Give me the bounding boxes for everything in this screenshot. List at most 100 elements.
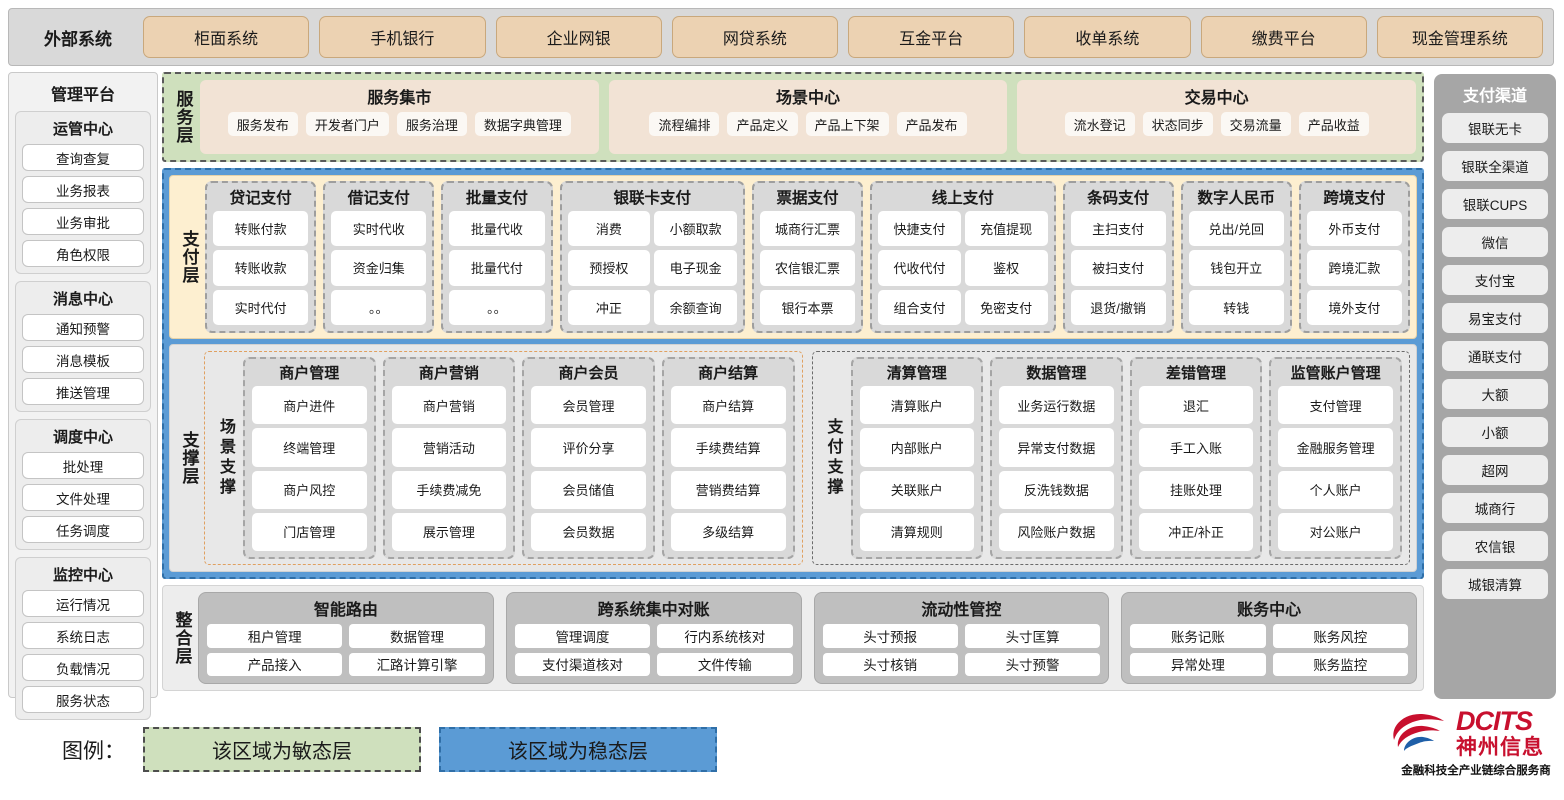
integration-item[interactable]: 账务记账 [1130, 624, 1266, 648]
service-item[interactable]: 产品上下架 [805, 112, 889, 136]
support-item[interactable]: 商户营销 [391, 386, 507, 425]
service-item[interactable]: 产品收益 [1298, 112, 1369, 136]
payment-channel-chip[interactable]: 银联无卡 [1442, 113, 1548, 143]
integration-item[interactable]: 行内系统核对 [657, 624, 793, 648]
management-item[interactable]: 运行情况 [22, 590, 144, 617]
payment-item[interactable]: 外币支付 [1306, 211, 1403, 247]
payment-item[interactable]: 预授权 [567, 250, 651, 286]
payment-item[interactable]: 小额取款 [654, 211, 737, 247]
management-item[interactable]: 任务调度 [22, 516, 144, 543]
support-item[interactable]: 个人账户 [1278, 470, 1393, 509]
support-item[interactable]: 评价分享 [531, 428, 646, 467]
support-item[interactable]: 内部账户 [859, 428, 975, 467]
management-item[interactable]: 业务报表 [22, 176, 144, 203]
integration-item[interactable]: 头寸预警 [964, 652, 1101, 676]
service-item[interactable]: 开发者门户 [305, 112, 389, 136]
external-system-chip[interactable]: 手机银行 [319, 16, 486, 58]
service-item[interactable]: 服务发布 [227, 112, 298, 136]
integration-item[interactable]: 管理调度 [514, 624, 651, 648]
support-item[interactable]: 支付管理 [1278, 386, 1393, 425]
management-item[interactable]: 消息模板 [22, 346, 144, 373]
support-item[interactable]: 对公账户 [1278, 512, 1393, 551]
payment-item[interactable]: 被扫支付 [1070, 250, 1166, 286]
payment-channel-chip[interactable]: 通联支付 [1442, 341, 1548, 371]
payment-item[interactable]: 转钱 [1188, 289, 1284, 325]
integration-item[interactable]: 产品接入 [207, 652, 343, 676]
integration-item[interactable]: 头寸匡算 [964, 624, 1101, 648]
external-system-chip[interactable]: 网贷系统 [671, 16, 838, 58]
support-item[interactable]: 退汇 [1138, 386, 1254, 425]
support-item[interactable]: 清算规则 [859, 512, 975, 551]
integration-item[interactable]: 文件传输 [657, 652, 793, 676]
payment-item[interactable]: 城商行汇票 [759, 211, 856, 247]
payment-item[interactable]: 批量代付 [449, 250, 545, 286]
management-item[interactable]: 角色权限 [22, 240, 144, 267]
external-system-chip[interactable]: 互金平台 [848, 16, 1015, 58]
payment-channel-chip[interactable]: 微信 [1442, 227, 1548, 257]
management-item[interactable]: 负载情况 [22, 654, 144, 681]
payment-item[interactable]: 资金归集 [331, 250, 427, 286]
service-item[interactable]: 流程编排 [649, 112, 720, 136]
management-item[interactable]: 推送管理 [22, 378, 144, 405]
payment-item[interactable]: 鉴权 [964, 250, 1048, 286]
support-item[interactable]: 清算账户 [859, 386, 975, 425]
integration-item[interactable]: 异常处理 [1130, 652, 1266, 676]
support-item[interactable]: 会员储值 [531, 470, 646, 509]
payment-channel-chip[interactable]: 易宝支付 [1442, 303, 1548, 333]
integration-item[interactable]: 账务风控 [1272, 624, 1408, 648]
payment-item[interactable]: 转账付款 [213, 211, 309, 247]
payment-item[interactable]: 主扫支付 [1070, 211, 1166, 247]
payment-item[interactable]: 钱包开立 [1188, 250, 1284, 286]
support-item[interactable]: 金融服务管理 [1278, 428, 1393, 467]
payment-channel-chip[interactable]: 城银清算 [1442, 569, 1548, 599]
support-item[interactable]: 营销活动 [391, 428, 507, 467]
support-item[interactable]: 挂账处理 [1138, 470, 1254, 509]
integration-item[interactable]: 头寸预报 [822, 624, 958, 648]
payment-channel-chip[interactable]: 城商行 [1442, 493, 1548, 523]
payment-item[interactable]: 实时代付 [213, 289, 309, 325]
service-item[interactable]: 数据字典管理 [474, 112, 571, 136]
integration-item[interactable]: 支付渠道核对 [514, 652, 651, 676]
payment-channel-chip[interactable]: 小额 [1442, 417, 1548, 447]
external-system-chip[interactable]: 柜面系统 [143, 16, 310, 58]
service-item[interactable]: 产品发布 [896, 112, 967, 136]
service-item[interactable]: 流水登记 [1064, 112, 1135, 136]
payment-item[interactable]: 农信银汇票 [759, 250, 856, 286]
payment-item[interactable]: 境外支付 [1306, 289, 1403, 325]
service-item[interactable]: 产品定义 [727, 112, 798, 136]
payment-channel-chip[interactable]: 银联全渠道 [1442, 151, 1548, 181]
external-system-chip[interactable]: 缴费平台 [1200, 16, 1367, 58]
service-item[interactable]: 服务治理 [396, 112, 467, 136]
support-item[interactable]: 多级结算 [670, 512, 786, 551]
support-item[interactable]: 反洗钱数据 [999, 470, 1114, 509]
support-item[interactable]: 商户进件 [252, 386, 367, 425]
payment-item[interactable]: 代收代付 [878, 250, 961, 286]
integration-item[interactable]: 头寸核销 [822, 652, 958, 676]
payment-item[interactable]: 银行本票 [759, 289, 856, 325]
support-item[interactable]: 手工入账 [1138, 428, 1254, 467]
support-item[interactable]: 商户结算 [670, 386, 786, 425]
payment-channel-chip[interactable]: 支付宝 [1442, 265, 1548, 295]
support-item[interactable]: 冲正/补正 [1138, 512, 1254, 551]
integration-item[interactable]: 汇路计算引擎 [349, 652, 485, 676]
management-item[interactable]: 服务状态 [22, 686, 144, 713]
payment-channel-chip[interactable]: 银联CUPS [1442, 189, 1548, 219]
payment-item[interactable]: 。。 [331, 289, 427, 325]
payment-item[interactable]: 冲正 [567, 289, 651, 325]
payment-item[interactable]: 充值提现 [964, 211, 1048, 247]
integration-item[interactable]: 账务监控 [1272, 652, 1408, 676]
payment-item[interactable]: 转账收款 [213, 250, 309, 286]
external-system-chip[interactable]: 企业网银 [495, 16, 662, 58]
payment-item[interactable]: 批量代收 [449, 211, 545, 247]
payment-item[interactable]: 电子现金 [654, 250, 737, 286]
management-item[interactable]: 批处理 [22, 452, 144, 479]
payment-item[interactable]: 快捷支付 [878, 211, 961, 247]
support-item[interactable]: 门店管理 [252, 512, 367, 551]
external-system-chip[interactable]: 现金管理系统 [1376, 16, 1543, 58]
support-item[interactable]: 手续费减免 [391, 470, 507, 509]
support-item[interactable]: 会员管理 [531, 386, 646, 425]
support-item[interactable]: 终端管理 [252, 428, 367, 467]
payment-item[interactable]: 实时代收 [331, 211, 427, 247]
payment-item[interactable]: 免密支付 [964, 289, 1048, 325]
integration-item[interactable]: 租户管理 [207, 624, 343, 648]
